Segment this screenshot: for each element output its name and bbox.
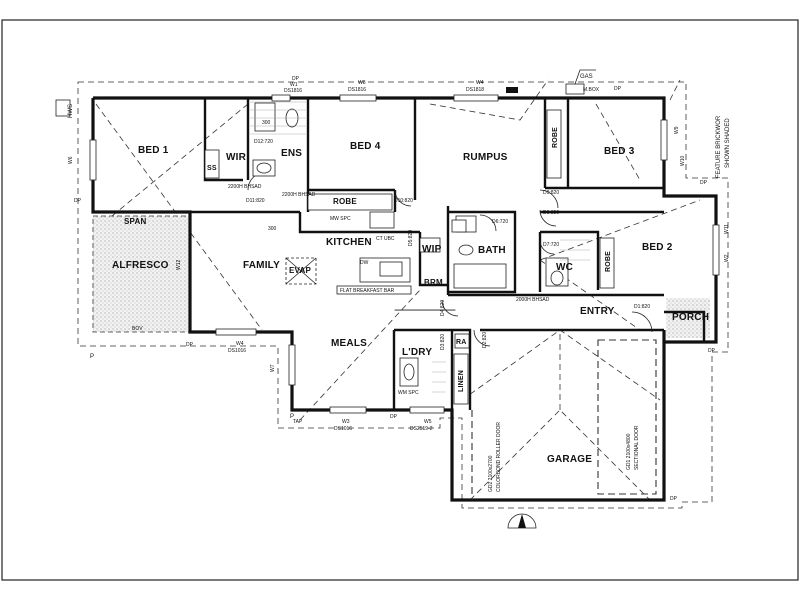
label-window-size-2: DS1016 (228, 348, 246, 354)
label-window-5: W6 (68, 156, 74, 164)
room-bath: BATH (478, 245, 506, 256)
label-gd1-2: SECTIONAL DOOR (634, 425, 640, 470)
label-dp-3: DP (186, 342, 194, 348)
label-misc-5: 2000H BHSAD (516, 297, 550, 303)
room-bed3: BED 3 (604, 146, 635, 157)
label-p1: P (90, 354, 94, 360)
label-window-6: W7 (270, 364, 276, 372)
meter-box (566, 84, 584, 94)
label-gd2-2: COLORBOND ROLLER DOOR (496, 422, 502, 492)
label-door-1: D11:820 (246, 198, 265, 204)
label-p2: P (290, 414, 294, 420)
label-dp-7: DP (708, 348, 716, 354)
room-bed2: BED 2 (642, 242, 673, 253)
room-robe-bed4: ROBE (333, 197, 357, 206)
room-kitchen: KITCHEN (326, 237, 372, 248)
label-door-9: D3:820 (440, 334, 446, 350)
label-breakfast-bar: FLAT BREAKFAST BAR (340, 288, 395, 294)
label-door-8: D4:820 (440, 300, 446, 316)
label-dp-5: DP (670, 496, 678, 502)
label-window-size-0: DS1816 (348, 87, 366, 93)
label-feature-1: FEATURE BRICKWOR (716, 115, 722, 178)
label-evap: EVAP (289, 266, 311, 275)
label-window-size-3: DS1016 (334, 426, 352, 432)
room-wip: WIP (422, 244, 442, 255)
label-door-4: D8:820 (543, 210, 559, 216)
label-window-12: W12 (176, 260, 182, 271)
room-ens: ENS (281, 148, 302, 159)
room-wc: WC (556, 262, 573, 273)
label-tap: TAP (293, 419, 303, 425)
label-door-11: D1:820 (634, 304, 650, 310)
label-window-size-1: DS1818 (466, 87, 484, 93)
label-window-3: W3 (342, 419, 350, 425)
label-dp-6: DP (700, 180, 708, 186)
label-window-size-5: DS2519-2 (410, 426, 433, 432)
label-ra: RA (456, 339, 467, 346)
alfresco-slab (93, 216, 189, 332)
label-window-11: W11 (724, 224, 730, 234)
label-door-6: D7:720 (543, 242, 559, 248)
label-door-2: D10:820 (394, 198, 413, 204)
label-misc-1: 2200H BHSAD (282, 192, 316, 198)
label-misc-0: 2200H BHSAD (228, 184, 262, 190)
label-mbox: M.BOX (583, 87, 600, 93)
room-ldry: L'DRY (402, 347, 432, 358)
label-misc-4: MW SPC (330, 216, 351, 222)
label-window-8: W2 (724, 254, 730, 262)
label-dp-2: DP (74, 198, 82, 204)
label-wm-spc: WM SPC (398, 390, 419, 396)
label-door-5: D6:720 (492, 219, 508, 225)
label-dp-4: DP (390, 414, 398, 420)
label-door-7: D5:820 (408, 230, 414, 246)
label-ct-ubc: CT UBC (376, 236, 395, 242)
north-arrow (508, 514, 536, 528)
label-gd2-1: GD2 2100x2700 (488, 455, 494, 492)
label-window-2: W4 (236, 341, 244, 347)
room-robe-bed2: ROBE (605, 251, 612, 272)
room-entry: ENTRY (580, 306, 615, 317)
room-family: FAMILY (243, 260, 280, 271)
label-misc-2: 300 (262, 120, 271, 126)
room-bed4: BED 4 (350, 141, 381, 152)
label-gas: GAS (580, 74, 593, 80)
room-garage: GARAGE (547, 454, 592, 465)
label-window-4: W5 (424, 419, 432, 425)
label-window-size-4: DS1816 (284, 88, 302, 94)
room-robe-bed3: ROBE (552, 127, 559, 148)
room-bed1: BED 1 (138, 145, 169, 156)
label-dw: DW (360, 260, 369, 266)
label-span: SPAN (124, 217, 146, 226)
room-linen: LINEN (458, 370, 465, 392)
label-bov: BOV (132, 326, 143, 332)
label-feature-2: SHOWN SHADED (725, 118, 731, 168)
label-hws: HWS (68, 104, 74, 118)
label-window-9: W9 (674, 126, 680, 134)
label-window-0: W8 (358, 80, 366, 86)
label-ss: SS (207, 165, 217, 172)
label-window-1: W4 (476, 80, 484, 86)
label-window-10: W10 (680, 156, 686, 167)
label-dp-1: DP (614, 86, 622, 92)
room-brm: BRM (424, 278, 443, 287)
label-door-3: D9:820 (543, 190, 559, 196)
label-gd1-1: GD1 2100x4800 (626, 433, 632, 470)
room-meals: MEALS (331, 338, 367, 349)
room-wir: WIR (226, 152, 247, 163)
room-porch: PORCH (672, 312, 709, 323)
room-rumpus: RUMPUS (463, 152, 508, 163)
label-door-0: D12:720 (254, 139, 273, 145)
label-north: 1 (519, 522, 522, 528)
label-door-10: D2:820 (482, 332, 488, 348)
label-misc-3: 300 (268, 226, 277, 232)
room-alfresco: ALFRESCO (112, 260, 169, 271)
